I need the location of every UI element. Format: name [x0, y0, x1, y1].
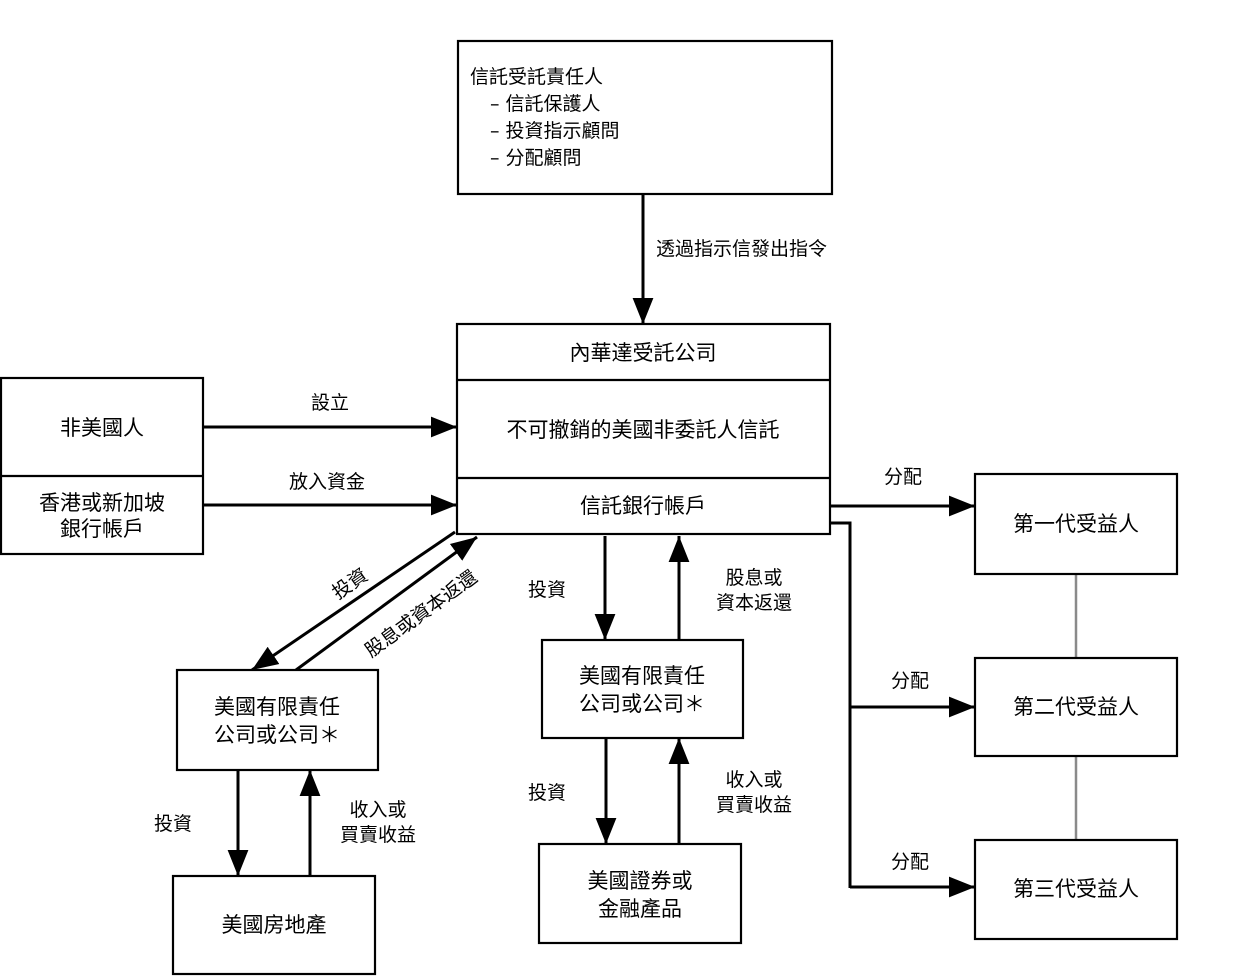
gen3-box: 第三代受益人	[973, 838, 1179, 941]
invest-left-lower-label: 投資	[154, 813, 192, 835]
distribution-trunk	[830, 521, 852, 888]
llc-middle-line2: 公司或公司＊	[579, 692, 705, 716]
trust-company-label: 內華達受託公司	[570, 341, 717, 365]
llc-left-box: 美國有限責任 公司或公司＊	[175, 668, 380, 772]
income-middle-lower-line1: 收入或	[725, 769, 782, 791]
gen2-label: 第二代受益人	[1013, 695, 1139, 719]
gen1-box: 第一代受益人	[973, 472, 1179, 576]
invest-middle-label: 投資	[528, 579, 566, 601]
trust-label: 不可撤銷的美國非委託人信託	[507, 418, 780, 442]
distribute-label-3: 分配	[891, 851, 929, 873]
distribute-label-1: 分配	[884, 466, 922, 488]
llc-left-line2: 公司或公司＊	[214, 723, 340, 747]
gen2-box: 第二代受益人	[973, 656, 1179, 758]
gen1-label: 第一代受益人	[1013, 512, 1139, 536]
fiduciary-item-protector: – 信託保護人	[490, 93, 601, 115]
income-left-lower-line1: 收入或	[349, 799, 406, 821]
return-left-diagonal-arrow	[295, 535, 478, 672]
establish-label: 設立	[311, 392, 349, 414]
return-left-diag-label: 股息或資本返還	[361, 566, 482, 662]
llc-middle-box: 美國有限責任 公司或公司＊	[540, 638, 745, 740]
fiduciary-item-investment-advisor: – 投資指示顧問	[490, 120, 620, 142]
invest-middle-lower-label: 投資	[528, 782, 566, 804]
us-securities-line2: 金融產品	[598, 897, 682, 921]
distribute-label-2: 分配	[891, 670, 929, 692]
fiduciary-title: 信託受託責任人	[470, 66, 603, 88]
llc-middle-line1: 美國有限責任	[579, 664, 705, 688]
income-middle-lower-line2: 買賣收益	[716, 794, 792, 816]
us-securities-box: 美國證券或 金融產品	[537, 842, 743, 945]
us-real-estate-box: 美國房地產	[171, 874, 377, 976]
trust-company-box: 內華達受託公司 不可撤銷的美國非委託人信託 信託銀行帳戶	[455, 322, 832, 536]
fiduciary-box: 信託受託責任人 – 信託保護人 – 投資指示顧問 – 分配顧問	[456, 39, 834, 196]
llc-left-line1: 美國有限責任	[214, 695, 340, 719]
non-us-person-box: 非美國人 香港或新加坡 銀行帳戶	[0, 376, 205, 556]
hk-sg-account-line1: 香港或新加坡	[39, 491, 165, 515]
gen3-label: 第三代受益人	[1013, 877, 1139, 901]
fund-label: 放入資金	[289, 471, 365, 493]
us-securities-line1: 美國證券或	[588, 869, 693, 893]
trust-account-label: 信託銀行帳戶	[580, 494, 706, 518]
instruction-label: 透過指示信發出指令	[656, 238, 827, 260]
fiduciary-item-distribution-advisor: – 分配顧問	[490, 147, 582, 169]
us-real-estate-label: 美國房地產	[222, 913, 327, 937]
hk-sg-account-line2: 銀行帳戶	[60, 517, 144, 541]
return-middle-line2: 資本返還	[716, 592, 792, 614]
non-us-person-label: 非美國人	[60, 416, 144, 440]
return-middle-line1: 股息或	[725, 567, 782, 589]
income-left-lower-line2: 買賣收益	[340, 824, 416, 846]
invest-left-diagonal-arrow	[251, 530, 456, 672]
invest-left-diag-label: 投資	[328, 564, 372, 604]
